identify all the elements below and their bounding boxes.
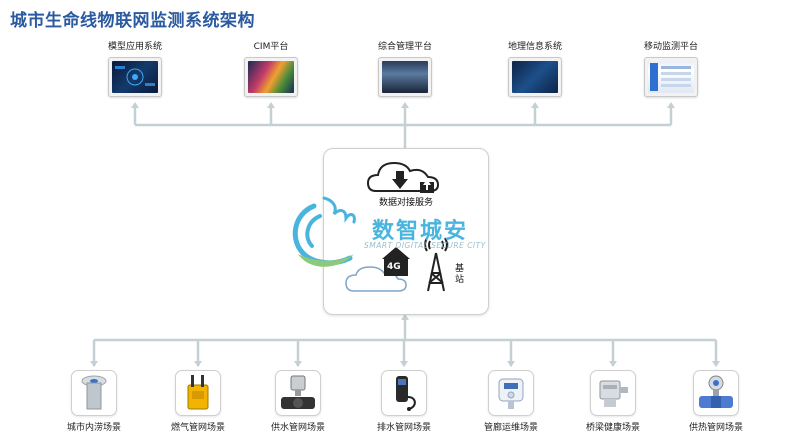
brand-name-en: SMART DIGITAL SECURE CITY [364,241,486,250]
platform-cim: CIM平台 [216,40,326,97]
scene-label: 桥梁健康场景 [585,423,640,433]
heating-flowmeter-icon [693,370,739,416]
network-badge: 4G [387,262,401,272]
mobile-monitoring-dashboard-icon [644,57,698,97]
scene-label: 排水管网场景 [376,423,431,433]
4g-house-icon [382,247,410,276]
platform-label: 模型应用系统 [107,42,162,52]
utility-tunnel-sensor-icon [488,370,534,416]
scene-utility-tunnel: 管廊运维场景 [461,370,561,433]
brand-name-cn: 数智城安 [372,219,469,244]
water-supply-meter-icon [275,370,321,416]
platform-management: 综合管理平台 [350,40,460,97]
base-station-label: 基站 [455,264,465,285]
gis-dashboard-icon [508,57,562,97]
scene-heating: 供热管网场景 [666,370,766,433]
gas-detector-icon [175,370,221,416]
platform-label: 地理信息系统 [507,42,562,52]
platform-gis: 地理信息系统 [480,40,590,97]
waterlogging-sensor-icon [71,370,117,416]
scene-label: 供水管网场景 [270,423,325,433]
model-app-dashboard-icon [108,57,162,97]
bridge-health-sensor-icon [590,370,636,416]
scene-waterlogging: 城市内涝场景 [44,370,144,433]
data-service-label: 数据对接服务 [378,198,433,208]
management-dashboard-icon [378,57,432,97]
scene-bridge-health: 桥梁健康场景 [563,370,663,433]
cim-map-dashboard-icon [244,57,298,97]
data-hub-panel: 数据对接服务 4G 基站 [323,148,489,315]
platform-model-app: 模型应用系统 [80,40,190,97]
scene-label: 管廊运维场景 [483,423,538,433]
scene-label: 城市内涝场景 [66,423,121,433]
scene-water-supply: 供水管网场景 [248,370,348,433]
page-title: 城市生命线物联网监测系统架构 [10,11,255,31]
cloud-data-exchange-icon [366,161,440,193]
scene-drainage: 排水管网场景 [354,370,454,433]
base-station-tower-icon [424,237,448,292]
brand-logo-icon [292,196,356,267]
platform-label: 移动监测平台 [643,42,698,52]
platform-label: CIM平台 [253,42,289,52]
drainage-level-sensor-icon [381,370,427,416]
platform-label: 综合管理平台 [377,42,432,52]
scene-label: 燃气管网场景 [170,423,225,433]
scene-label: 供热管网场景 [688,423,743,433]
platform-mobile: 移动监测平台 [616,40,726,97]
scene-gas: 燃气管网场景 [148,370,248,433]
